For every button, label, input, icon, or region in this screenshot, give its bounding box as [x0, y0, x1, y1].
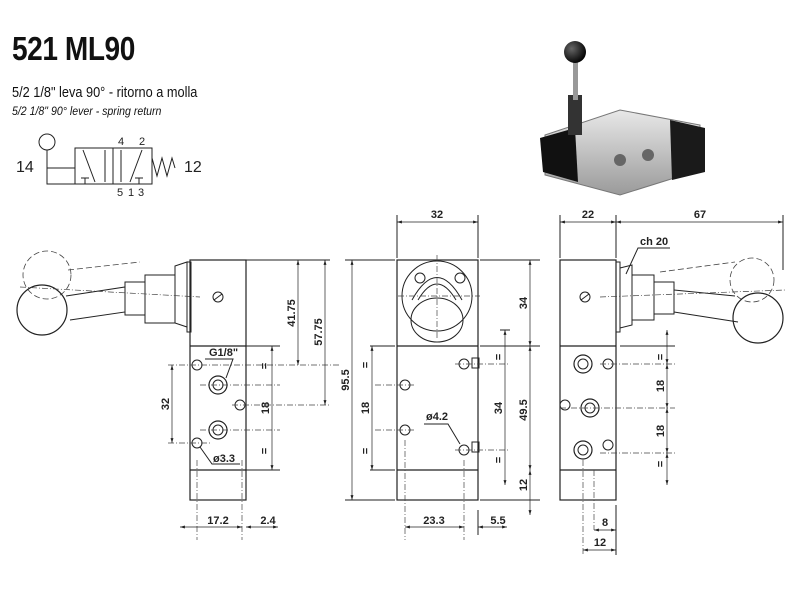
port-2-label: 2 [139, 136, 145, 148]
dim-8: 8 [602, 517, 608, 529]
dim-17-2: 17.2 [207, 515, 228, 527]
dim-12: 12 [594, 537, 606, 549]
dim-34-top: 34 [518, 296, 530, 309]
dim-34-inner: 34 [493, 401, 505, 414]
dim-22: 22 [582, 209, 594, 221]
dim-32: 32 [160, 398, 172, 410]
dim-equal: = [259, 363, 271, 369]
dim-18b: 18 [655, 425, 667, 437]
dim-41-75: 41.75 [286, 299, 298, 327]
dim-49-5: 49.5 [518, 399, 530, 420]
nut-label: ch 20 [640, 236, 668, 248]
dim-2-4: 2.4 [260, 515, 276, 527]
hole-label: ø4.2 [426, 411, 448, 423]
dim-equal: = [493, 354, 505, 360]
dim-23-3: 23.3 [423, 515, 444, 527]
dim-18a: 18 [655, 380, 667, 392]
lever-actuator-icon [38, 133, 56, 151]
port-3-label: 3 [138, 187, 144, 199]
thread-label: G1/8" [209, 347, 238, 359]
dim-18: 18 [360, 402, 372, 414]
side-view-right: 22 67 18 18 = = 8 12 ch 20 [559, 209, 786, 555]
product-photo [540, 41, 705, 196]
subtitle-italian: 5/2 1/8" leva 90° - ritorno a molla [12, 84, 198, 101]
port-12-label: 12 [184, 159, 202, 176]
dim-equal: = [493, 457, 505, 463]
valve-symbol: 14 12 4 2 5 1 3 [16, 133, 202, 199]
dim-67: 67 [694, 209, 706, 221]
spring-icon [151, 156, 176, 178]
dim-equal: = [259, 448, 271, 454]
dim-equal: = [360, 448, 372, 454]
dim-equal: = [655, 354, 667, 360]
port-14-label: 14 [16, 159, 34, 176]
front-view: 32 95.5 34 49.5 12 34 18 = = = = 23.3 5.… [340, 209, 540, 540]
hole-label: ø3.3 [213, 453, 235, 465]
subtitle-english: 5/2 1/8" 90° lever - spring return [12, 104, 162, 118]
port-1-label: 1 [128, 187, 134, 199]
dim-equal: = [655, 461, 667, 467]
dim-32: 32 [431, 209, 443, 221]
dim-18: 18 [260, 402, 272, 414]
side-view-left: 41.75 57.75 32 18 = = 17.2 2.4 G1/8" ø3.… [16, 250, 340, 540]
dim-12: 12 [518, 479, 530, 491]
dim-57-75: 57.75 [313, 318, 325, 346]
port-5-label: 5 [117, 187, 123, 199]
dim-equal: = [360, 362, 372, 368]
product-title: 521 ML90 [12, 30, 135, 67]
dim-95-5: 95.5 [340, 369, 352, 390]
dim-5-5: 5.5 [490, 515, 505, 527]
port-4-label: 4 [118, 136, 124, 148]
